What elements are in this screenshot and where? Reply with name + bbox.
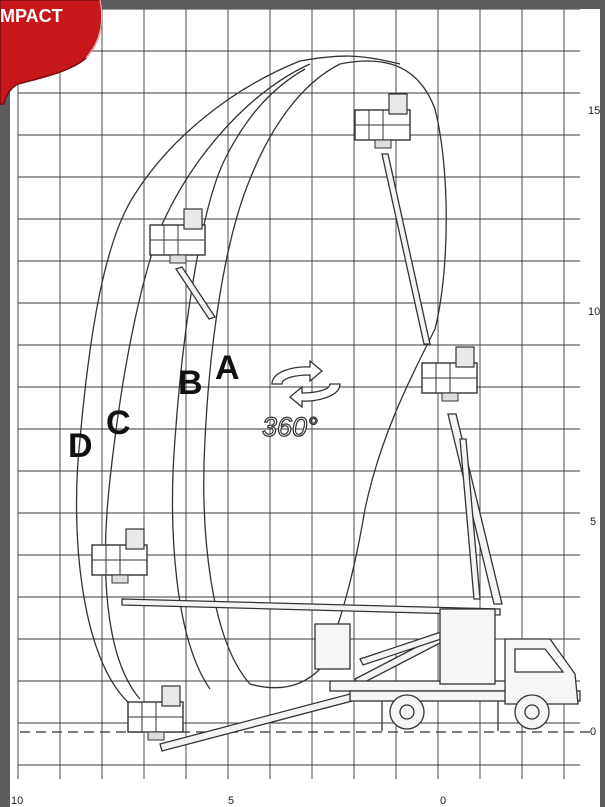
truck-window: [514, 648, 565, 673]
tick-labels: 15 10 5 0 10 5 0: [11, 105, 600, 807]
basket: [149, 208, 206, 264]
x-tick-0: 0: [440, 795, 446, 807]
envelope-curves: [75, 55, 447, 705]
basket: [421, 346, 478, 402]
right-frame: [600, 0, 605, 807]
truck-wheel-rear-hub: [399, 704, 415, 720]
y-tick-15: 15: [588, 105, 600, 117]
baskets: [91, 93, 478, 741]
y-tick-10: 10: [588, 306, 600, 318]
envelope-curve-a: [203, 60, 447, 689]
envelope-curve-d: [75, 55, 401, 705]
truck-wheel-front-hub: [524, 704, 540, 720]
envelope-label-a: A: [215, 349, 240, 387]
boom-top-right: [381, 153, 431, 345]
truck-turret: [439, 608, 496, 685]
y-tick-5: 5: [590, 516, 596, 528]
diagram-canvas: A B C D 360° 15 10 5 0 10 5 0: [11, 9, 600, 807]
envelope-label-c: C: [106, 404, 131, 442]
x-tick-5: 5: [228, 795, 234, 807]
envelope-curve-c: [104, 63, 311, 700]
rotation-arrow-icon: [271, 359, 341, 409]
basket: [127, 685, 184, 741]
envelope-label-b: B: [178, 364, 203, 402]
brand-badge-highlight: [85, 0, 103, 59]
boom-mid-right-inner: [459, 438, 481, 600]
basket: [354, 93, 411, 149]
x-tick-10: 10: [11, 795, 23, 807]
left-frame: [0, 0, 10, 807]
envelope-curve-b: [171, 68, 306, 690]
boom-horizontal: [121, 598, 501, 616]
envelope-label-d: D: [68, 427, 93, 465]
basket: [91, 528, 148, 584]
brand-badge-text: MPACT: [0, 6, 63, 26]
boom-top-left: [174, 266, 217, 320]
truck: [314, 608, 581, 731]
boom-lines: [121, 153, 503, 752]
boom-low-left: [159, 693, 353, 752]
y-tick-0: 0: [590, 726, 596, 738]
rotation-label: 360°: [262, 412, 318, 442]
working-range-diagram: A B C D 360° 15 10 5 0 10 5 0: [10, 9, 600, 807]
brand-badge: MPACT: [0, 0, 103, 105]
truck-chassis: [349, 690, 581, 702]
top-frame: [0, 0, 605, 9]
stowed-basket: [314, 623, 351, 670]
